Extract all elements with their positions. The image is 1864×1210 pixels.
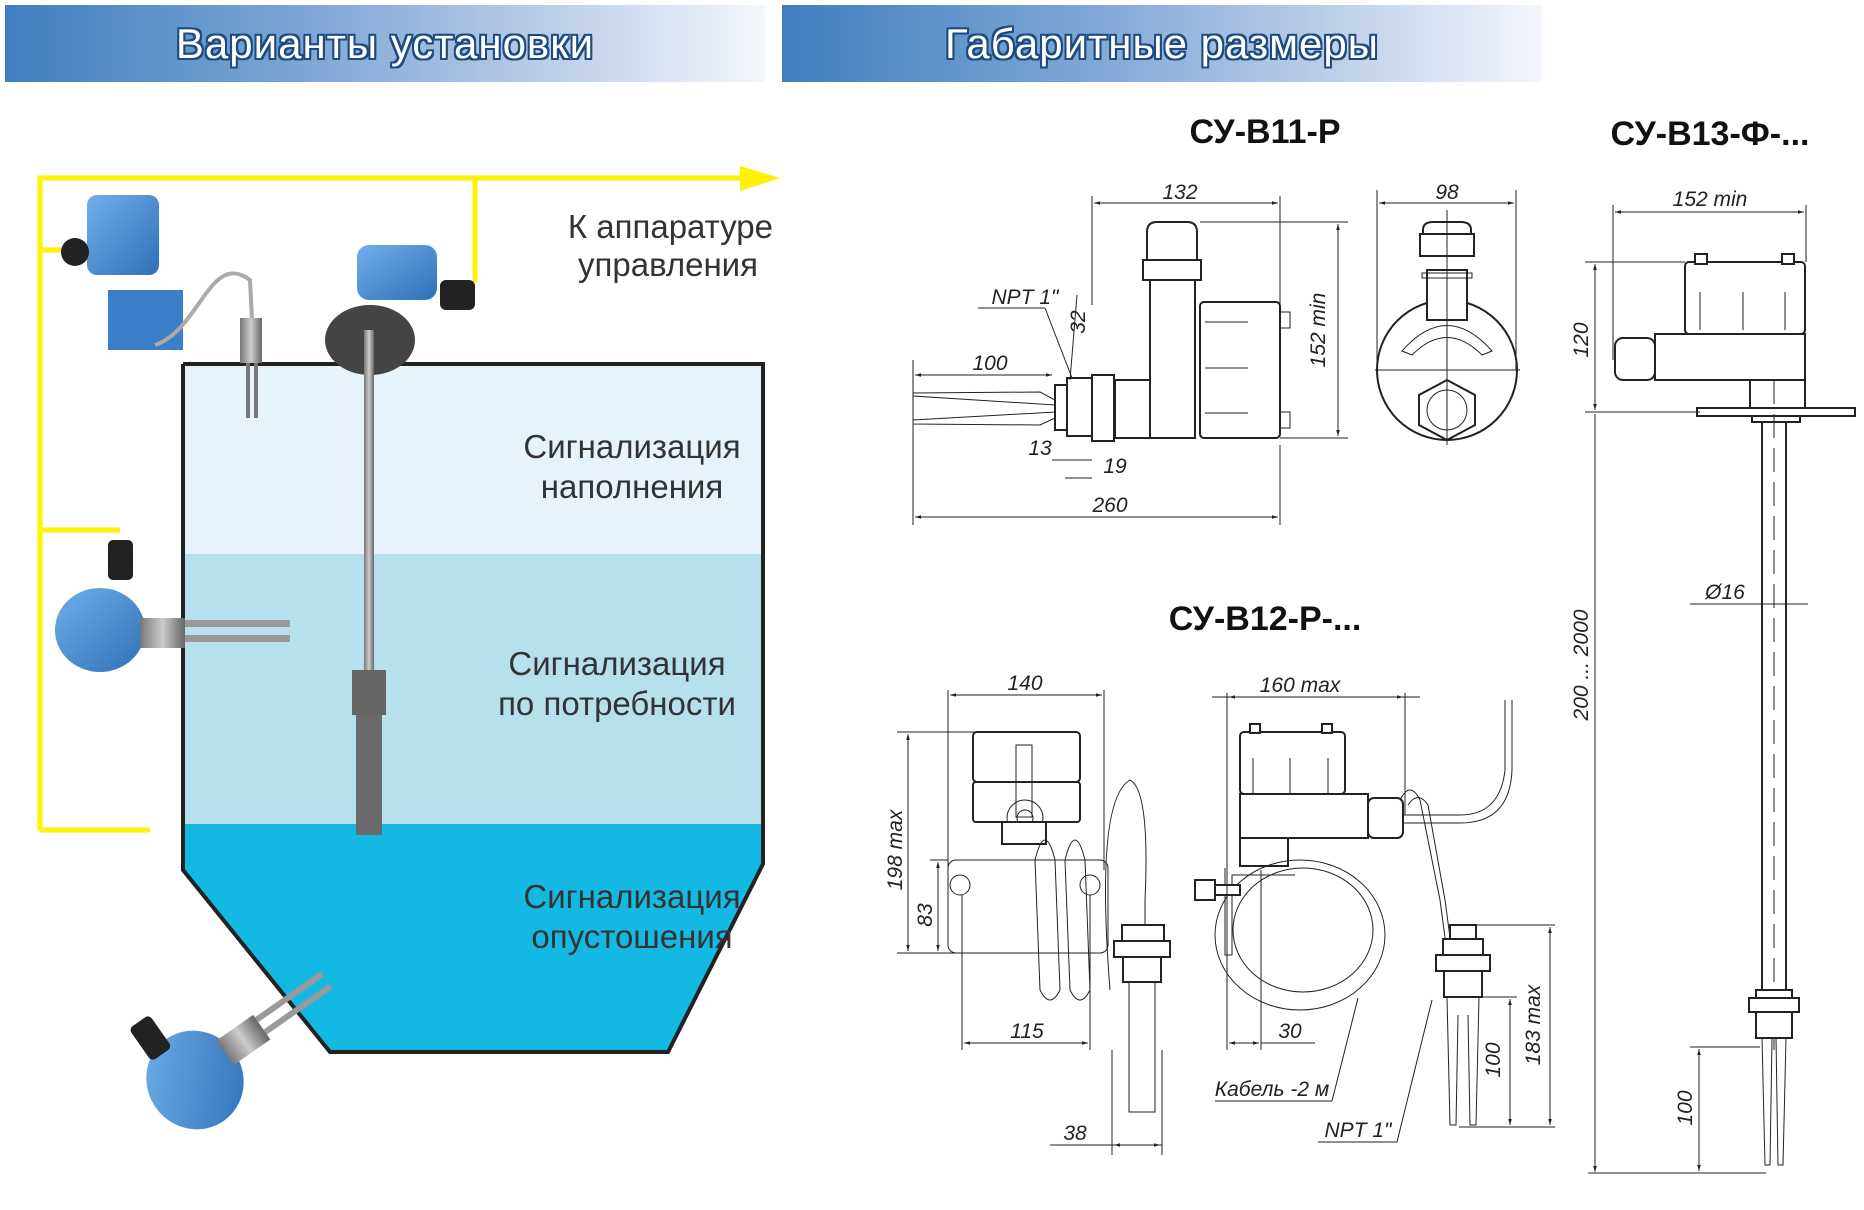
drawing-b12-front: 140 198 max 83 115 38 (884, 672, 1171, 1155)
device-side-mounted (55, 540, 290, 672)
dim-b13-diam: Ø16 (1704, 581, 1745, 604)
drawing-b11-front: 98 (1375, 181, 1520, 445)
drawing-b13: 152 min 120 200 ... 2000 Ø16 100 (1570, 188, 1856, 1174)
dim-b13-100: 100 (1674, 1090, 1697, 1125)
dim-b12-npt: NPT 1" (1325, 1119, 1394, 1142)
dim-b12-183max: 183 max (1522, 983, 1545, 1065)
zone-labels: Сигнализация наполнения Сигнализация по … (498, 428, 741, 955)
zone-fill-top (183, 364, 763, 554)
output-label: К аппаратуре управления (568, 208, 773, 283)
dim-b11-19: 19 (1103, 455, 1127, 478)
dim-b13-120: 120 (1570, 322, 1593, 357)
zone-demand-label-1: Сигнализация (508, 645, 725, 682)
zone-empty-label-2: опустошения (531, 918, 732, 955)
left-banner-title: Варианты установки (175, 19, 595, 67)
output-arrow-icon (740, 166, 780, 191)
zone-fill-label-2: наполнения (541, 468, 723, 505)
dim-b12-30: 30 (1278, 1020, 1302, 1043)
dim-b13-length: 200 ... 2000 (1570, 609, 1593, 721)
drawing-b12-side: 160 max 30 Кабель -2 м NPT 1" 100 183 ma… (1194, 674, 1555, 1143)
dim-b12-83: 83 (914, 903, 937, 927)
dim-b12-100: 100 (1482, 1042, 1505, 1077)
model-title-b11: СУ-В11-Р (1189, 113, 1340, 151)
signal-wires (37, 175, 745, 833)
right-banner: Габаритные размеры (782, 5, 1542, 82)
dim-b11-132: 132 (1162, 181, 1197, 204)
zone-fill-bottom (183, 824, 763, 1052)
dim-b12-38: 38 (1063, 1122, 1087, 1145)
tank-outline (181, 362, 765, 1054)
dim-b11-13: 13 (1028, 437, 1052, 460)
dim-b11-npt: NPT 1" (992, 286, 1061, 309)
device-angled (130, 971, 333, 1130)
dim-b11-98: 98 (1435, 181, 1459, 204)
dim-b12-115: 115 (1010, 1020, 1044, 1043)
dim-b11-260: 260 (1091, 494, 1127, 517)
zone-fill-mid (183, 554, 763, 824)
zone-fill-label-1: Сигнализация (523, 428, 740, 465)
device-flange-long-rod (325, 245, 475, 835)
dim-b12-198max: 198 max (884, 808, 907, 890)
dim-b13-152min: 152 min (1673, 188, 1748, 211)
left-banner: Варианты установки (5, 5, 765, 82)
model-title-b12: СУ-В12-Р-... (1169, 600, 1362, 638)
device-wall-mounted (61, 195, 262, 418)
model-title-b13: СУ-В13-Ф-... (1611, 115, 1810, 153)
dim-b11-152min: 152 min (1307, 293, 1330, 368)
tank (181, 362, 765, 1054)
right-banner-title: Габаритные размеры (945, 19, 1379, 67)
output-label-line2: управления (578, 246, 758, 283)
b11-dimension-labels: 132 152 min NPT 1" 32 100 13 19 260 (972, 181, 1330, 517)
zone-demand-label-2: по потребности (498, 685, 736, 722)
output-label-line1: К аппаратуре (568, 208, 773, 245)
dim-b11-100: 100 (972, 352, 1007, 375)
dim-b12-140: 140 (1007, 672, 1042, 695)
dim-b11-32: 32 (1067, 310, 1090, 334)
drawing-b11-side (912, 196, 1348, 525)
dim-b12-160max: 160 max (1260, 674, 1342, 697)
zone-empty-label-1: Сигнализация (523, 878, 740, 915)
dim-b12-cable: Кабель -2 м (1215, 1078, 1329, 1101)
